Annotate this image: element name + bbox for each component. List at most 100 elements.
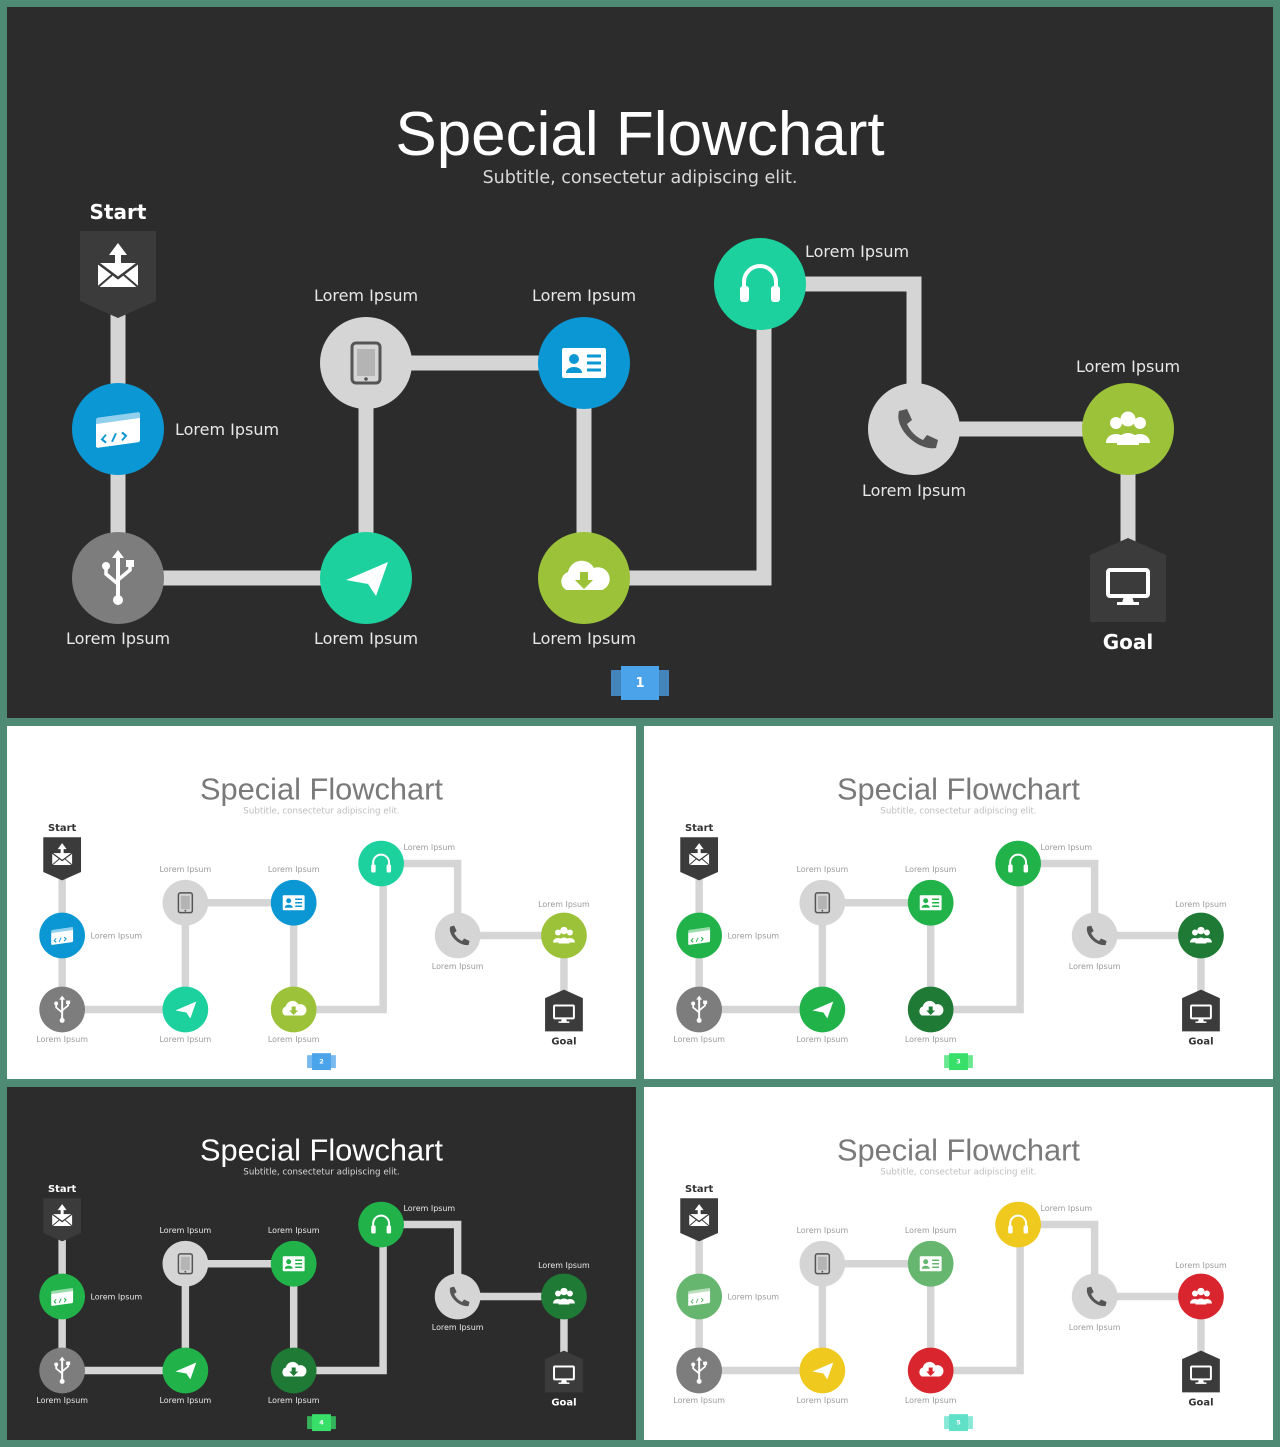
goal-marker[interactable]: Goal xyxy=(1182,1350,1220,1409)
flow-node-n1[interactable]: Lorem Ipsum xyxy=(39,912,142,959)
flow-node-n2[interactable]: Lorem Ipsum xyxy=(673,986,725,1045)
flow-node-n6[interactable]: Lorem Ipsum xyxy=(268,986,320,1045)
goal-marker[interactable]: Goal xyxy=(1090,538,1166,654)
paper-plane-icon xyxy=(346,562,388,596)
tablet-icon xyxy=(177,892,194,914)
flow-node-n4[interactable]: Lorem Ipsum xyxy=(797,865,849,926)
flow-node-n2[interactable]: Lorem Ipsum xyxy=(36,1347,88,1406)
flow-node-n9[interactable]: Lorem Ipsum xyxy=(538,1261,590,1320)
flow-node-n1[interactable]: Lorem Ipsum xyxy=(676,1273,779,1320)
flow-node-n3[interactable]: Lorem Ipsum xyxy=(314,532,418,648)
flow-node-n4[interactable]: Lorem Ipsum xyxy=(314,286,418,409)
flow-node-n2[interactable]: Lorem Ipsum xyxy=(673,1347,725,1406)
node-circle xyxy=(434,1273,481,1320)
flow-node-n5[interactable]: Lorem Ipsum xyxy=(268,1226,320,1287)
browser-code-icon xyxy=(96,411,140,448)
flow-node-n5[interactable]: Lorem Ipsum xyxy=(268,865,320,926)
flow-node-n7[interactable]: Lorem Ipsum xyxy=(714,238,909,330)
page-number: 2 xyxy=(319,1058,323,1066)
node-label: Lorem Ipsum xyxy=(797,1396,849,1405)
node-label: Lorem Ipsum xyxy=(727,931,779,940)
monitor-icon xyxy=(1190,1365,1212,1384)
page-number-badge: 4 xyxy=(307,1414,336,1432)
node-label: Lorem Ipsum xyxy=(432,962,484,971)
tablet-icon xyxy=(177,1253,194,1275)
flow-node-n4[interactable]: Lorem Ipsum xyxy=(797,1226,849,1287)
flow-node-n9[interactable]: Lorem Ipsum xyxy=(538,900,590,959)
flow-node-n6[interactable]: Lorem Ipsum xyxy=(268,1347,320,1406)
flow-node-n9[interactable]: Lorem Ipsum xyxy=(1076,357,1180,475)
node-label: Lorem Ipsum xyxy=(36,1396,88,1405)
flow-node-n8[interactable]: Lorem Ipsum xyxy=(862,383,966,500)
flow-node-n4[interactable]: Lorem Ipsum xyxy=(160,1226,212,1287)
start-marker[interactable]: Start xyxy=(43,823,82,881)
flow-node-n4[interactable]: Lorem Ipsum xyxy=(160,865,212,926)
flow-node-n8[interactable]: Lorem Ipsum xyxy=(432,912,484,971)
flow-node-n3[interactable]: Lorem Ipsum xyxy=(797,1347,849,1406)
start-marker[interactable]: Start xyxy=(680,823,719,881)
page-title: Special Flowchart xyxy=(200,1132,443,1167)
node-label: Lorem Ipsum xyxy=(403,843,455,852)
flow-node-n5[interactable]: Lorem Ipsum xyxy=(905,1226,957,1287)
headphones-icon xyxy=(740,264,780,302)
page-subtitle: Subtitle, consectetur adipiscing elit. xyxy=(243,1167,399,1177)
flow-node-n8[interactable]: Lorem Ipsum xyxy=(432,1273,484,1332)
node-label: Lorem Ipsum xyxy=(160,1396,212,1405)
node-label: Lorem Ipsum xyxy=(1069,1323,1121,1332)
browser-code-icon xyxy=(688,1288,711,1306)
flow-node-n1[interactable]: Lorem Ipsum xyxy=(39,1273,142,1320)
flow-node-n6[interactable]: Lorem Ipsum xyxy=(905,986,957,1045)
start-marker[interactable]: Start xyxy=(680,1184,719,1242)
flow-node-n8[interactable]: Lorem Ipsum xyxy=(1069,1273,1121,1332)
node-circle xyxy=(1071,912,1118,959)
flow-node-n7[interactable]: Lorem Ipsum xyxy=(358,840,455,887)
goal-marker[interactable]: Goal xyxy=(545,1350,583,1409)
contact-card-icon xyxy=(282,1256,305,1272)
node-circle xyxy=(1178,1273,1224,1320)
start-marker[interactable]: Start xyxy=(43,1184,82,1242)
page-number: 4 xyxy=(319,1419,324,1427)
flow-node-n1[interactable]: Lorem Ipsum xyxy=(72,383,279,475)
goal-marker[interactable]: Goal xyxy=(1182,989,1220,1048)
node-label: Lorem Ipsum xyxy=(797,1226,849,1235)
flow-node-n9[interactable]: Lorem Ipsum xyxy=(1175,1261,1227,1320)
node-circle xyxy=(541,1273,587,1320)
slide-background xyxy=(644,1087,1273,1440)
flow-node-n3[interactable]: Lorem Ipsum xyxy=(160,986,212,1045)
goal-label: Goal xyxy=(551,1037,576,1048)
node-circle xyxy=(868,383,960,475)
node-circle xyxy=(434,912,481,959)
node-label: Lorem Ipsum xyxy=(1175,1261,1227,1270)
group-icon xyxy=(1190,926,1212,944)
flow-node-n6[interactable]: Lorem Ipsum xyxy=(905,1347,957,1406)
flow-node-n1[interactable]: Lorem Ipsum xyxy=(676,912,779,959)
node-circle xyxy=(541,912,587,959)
flow-node-n5[interactable]: Lorem Ipsum xyxy=(905,865,957,926)
paper-plane-icon xyxy=(812,1001,834,1019)
node-label: Lorem Ipsum xyxy=(175,420,279,439)
flow-node-n7[interactable]: Lorem Ipsum xyxy=(358,1201,455,1248)
goal-label: Goal xyxy=(1188,1037,1213,1048)
node-label: Lorem Ipsum xyxy=(90,1292,142,1301)
node-label: Lorem Ipsum xyxy=(66,629,170,648)
start-marker[interactable]: Start xyxy=(80,200,156,318)
flow-node-n7[interactable]: Lorem Ipsum xyxy=(995,840,1092,887)
flow-node-n2[interactable]: Lorem Ipsum xyxy=(36,986,88,1045)
flow-node-n3[interactable]: Lorem Ipsum xyxy=(797,986,849,1045)
flow-node-n3[interactable]: Lorem Ipsum xyxy=(160,1347,212,1406)
flow-node-n6[interactable]: Lorem Ipsum xyxy=(532,532,636,648)
flow-node-n8[interactable]: Lorem Ipsum xyxy=(1069,912,1121,971)
flow-node-n7[interactable]: Lorem Ipsum xyxy=(995,1201,1092,1248)
flow-node-n9[interactable]: Lorem Ipsum xyxy=(1175,900,1227,959)
flow-node-n5[interactable]: Lorem Ipsum xyxy=(532,286,636,409)
page-subtitle: Subtitle, consectetur adipiscing elit. xyxy=(243,806,399,816)
goal-marker[interactable]: Goal xyxy=(545,989,583,1048)
slide-background xyxy=(644,726,1273,1079)
node-circle xyxy=(995,1201,1041,1248)
flow-node-n2[interactable]: Lorem Ipsum xyxy=(66,532,170,648)
